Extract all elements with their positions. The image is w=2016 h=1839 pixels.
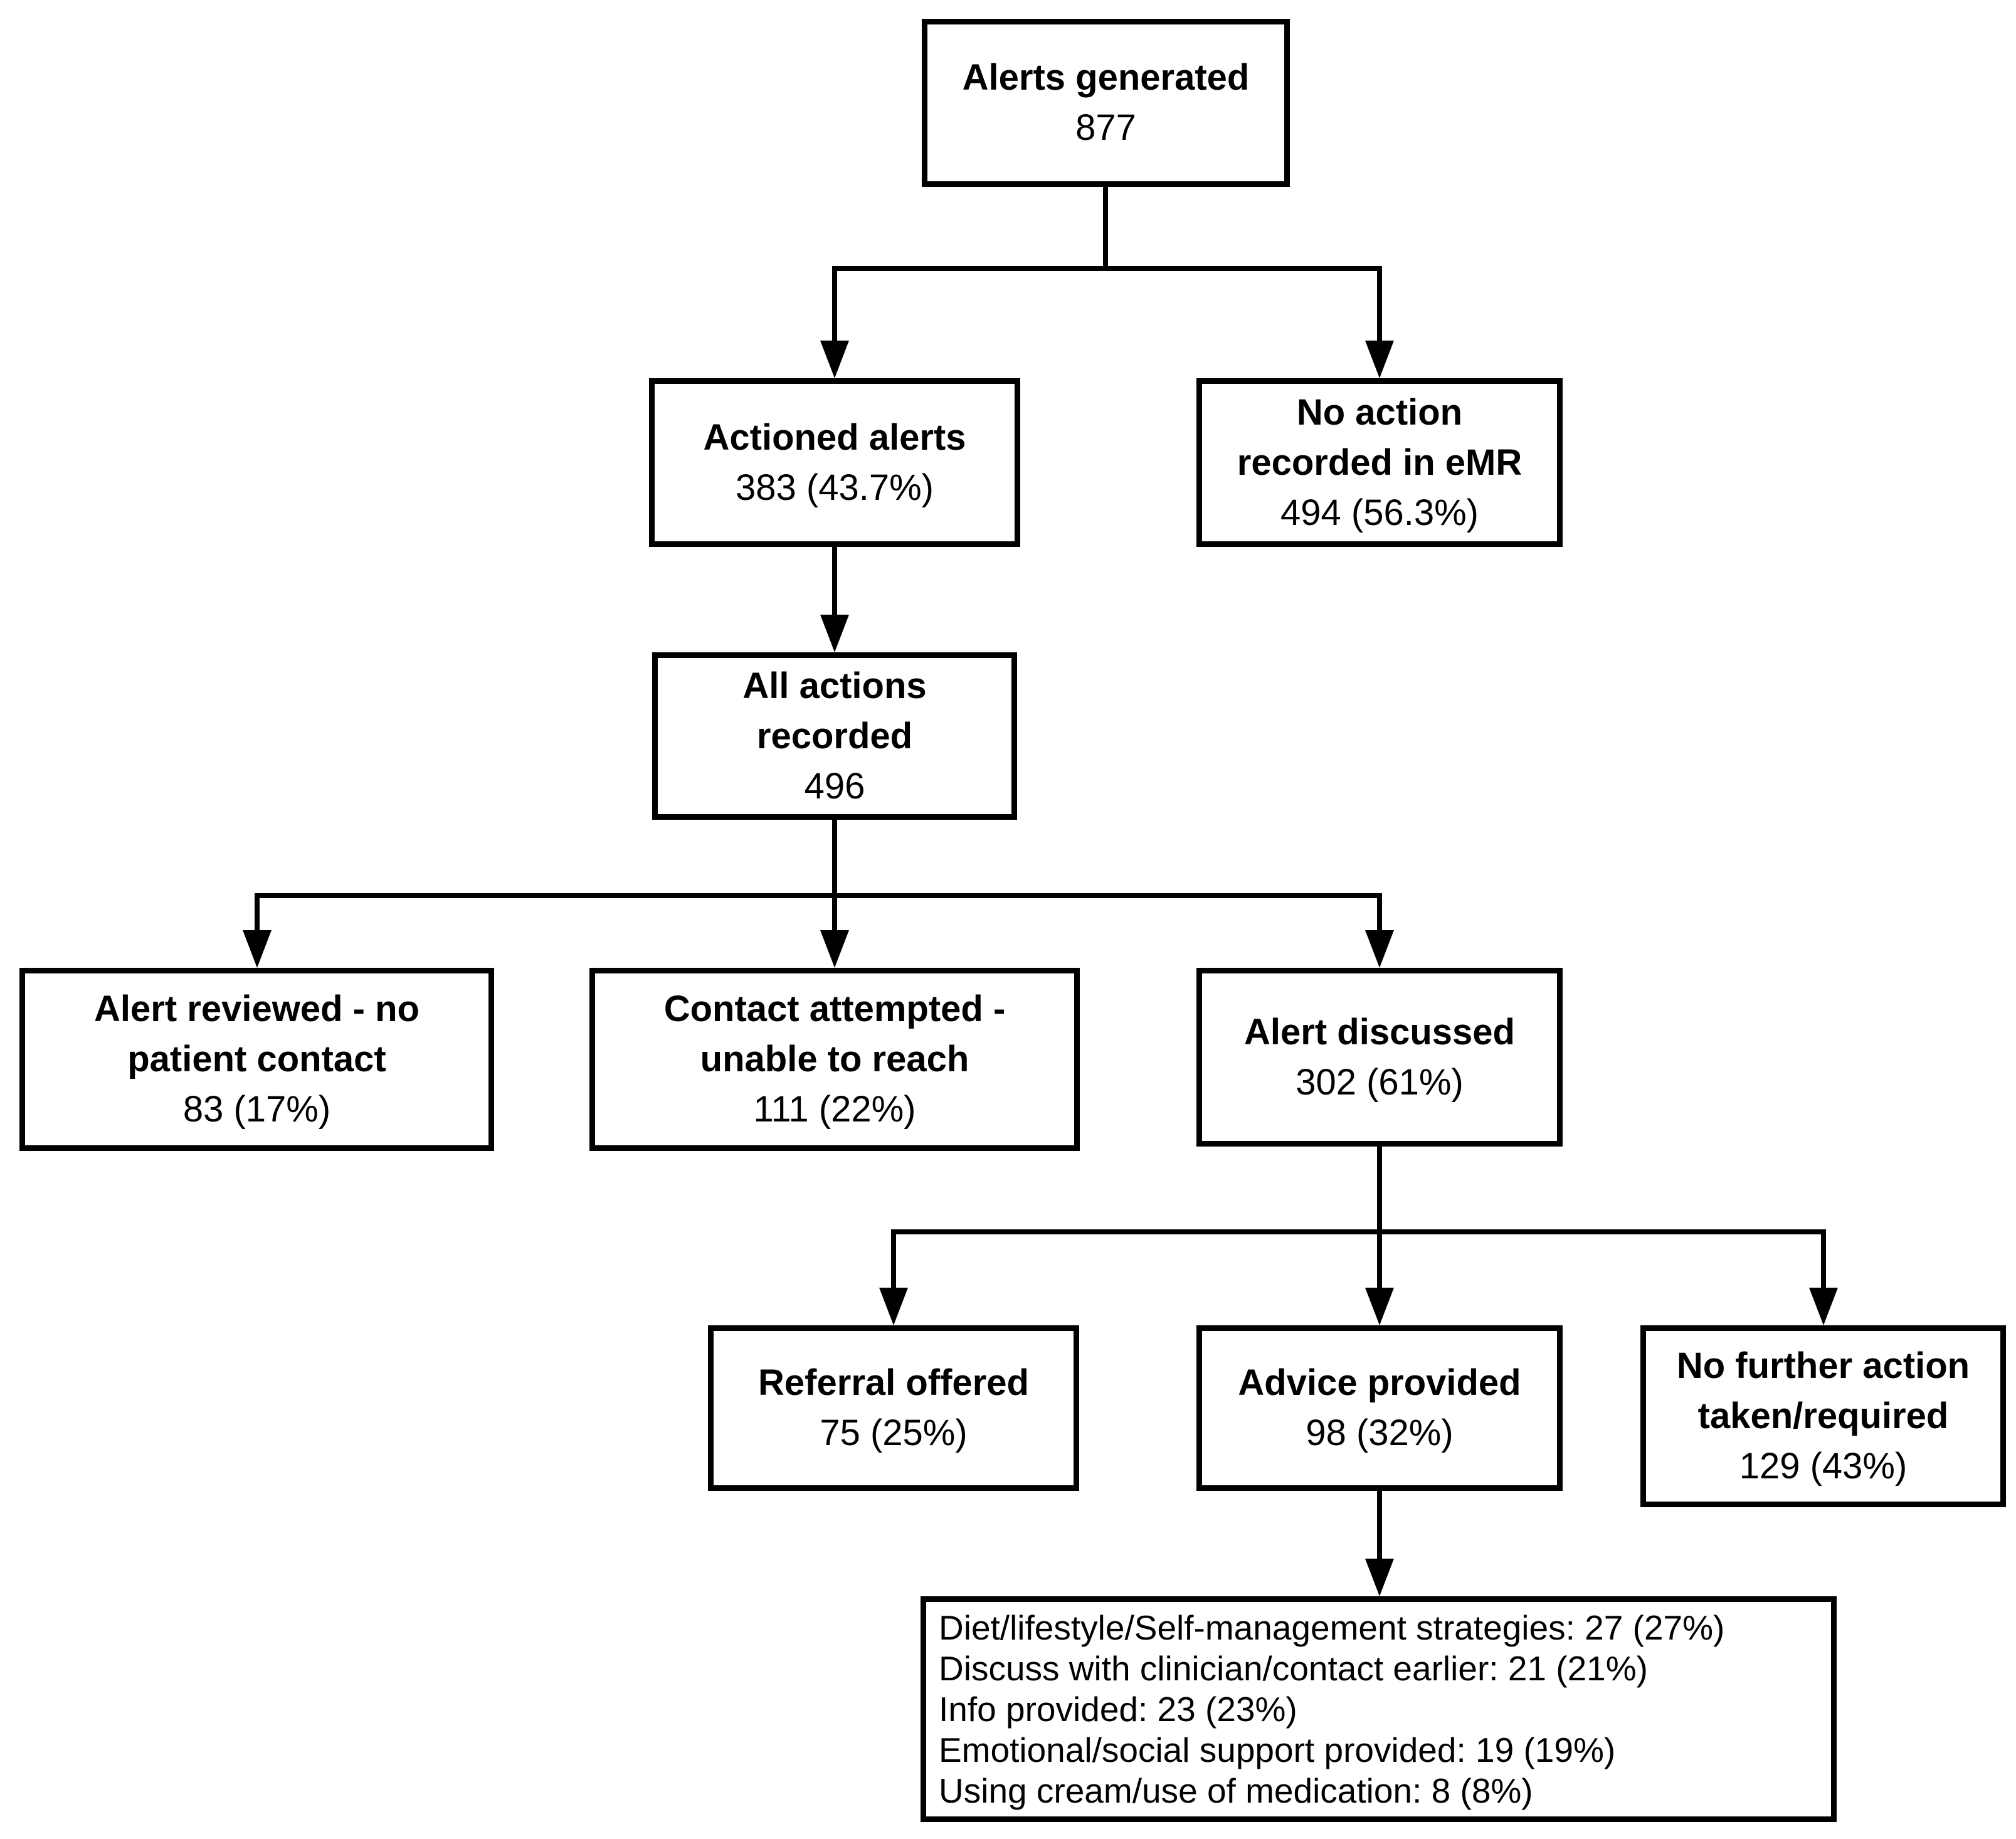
arrowhead-down-icon xyxy=(243,930,272,968)
connector-line xyxy=(255,893,1382,898)
connector-line xyxy=(1377,268,1382,344)
node-title: Contact attempted - unable to reach xyxy=(663,988,1006,1079)
node-value: 75 (25%) xyxy=(820,1412,968,1453)
breakdown-line: Emotional/social support provided: 19 (1… xyxy=(939,1730,1616,1769)
connector-line xyxy=(1377,1147,1382,1234)
connector-line xyxy=(891,1229,896,1292)
node-title: Alert discussed xyxy=(1244,1011,1515,1052)
connector-line xyxy=(832,893,837,935)
node-title: No further action taken/required xyxy=(1676,1345,1970,1436)
connector-line xyxy=(832,820,837,898)
node-value: 877 xyxy=(1075,107,1136,148)
node-contact-attempted: Contact attempted - unable to reach 111 … xyxy=(589,968,1080,1151)
connector-line xyxy=(832,266,1382,271)
node-value: 383 (43.7%) xyxy=(736,467,934,508)
arrowhead-down-icon xyxy=(1809,1288,1838,1325)
node-value: 83 (17%) xyxy=(182,1089,331,1130)
node-value: 129 (43%) xyxy=(1739,1446,1908,1487)
arrowhead-down-icon xyxy=(1365,1559,1394,1596)
node-no-action-recorded: No action recorded in eMR 494 (56.3%) xyxy=(1196,378,1563,547)
node-alert-discussed: Alert discussed 302 (61%) xyxy=(1196,968,1563,1147)
node-alert-reviewed: Alert reviewed - no patient contact 83 (… xyxy=(19,968,494,1151)
connector-line xyxy=(891,1229,1826,1234)
node-value: 496 xyxy=(804,765,865,807)
node-title: All actions recorded xyxy=(742,665,927,756)
node-value: 302 (61%) xyxy=(1296,1061,1464,1103)
node-referral-offered: Referral offered 75 (25%) xyxy=(708,1325,1079,1491)
arrowhead-down-icon xyxy=(1365,1288,1394,1325)
connector-line xyxy=(1821,1229,1826,1292)
node-no-further-action: No further action taken/required 129 (43… xyxy=(1640,1325,2006,1507)
node-title: Referral offered xyxy=(758,1362,1029,1403)
connector-line xyxy=(1103,187,1108,271)
node-advice-provided: Advice provided 98 (32%) xyxy=(1196,1325,1563,1491)
connector-line xyxy=(832,268,837,344)
node-value: 111 (22%) xyxy=(753,1089,916,1130)
node-title: Alert reviewed - no patient contact xyxy=(94,988,420,1079)
breakdown-line: Using cream/use of medication: 8 (8%) xyxy=(939,1771,1533,1810)
node-title: Alerts generated xyxy=(962,57,1250,98)
node-all-actions-recorded: All actions recorded 496 xyxy=(652,652,1017,820)
node-title: No action recorded in eMR xyxy=(1237,391,1523,483)
node-title: Advice provided xyxy=(1238,1362,1521,1403)
node-value: 98 (32%) xyxy=(1306,1412,1454,1453)
node-actioned-alerts: Actioned alerts 383 (43.7%) xyxy=(649,378,1020,547)
arrowhead-down-icon xyxy=(879,1288,908,1325)
arrowhead-down-icon xyxy=(1365,930,1394,968)
arrowhead-down-icon xyxy=(820,615,849,652)
node-advice-breakdown: Diet/lifestyle/Self-management strategie… xyxy=(921,1596,1837,1822)
node-alerts-generated: Alerts generated 877 xyxy=(922,19,1290,187)
breakdown-line: Discuss with clinician/contact earlier: … xyxy=(939,1648,1648,1688)
connector-line xyxy=(255,893,260,935)
connector-line xyxy=(832,547,837,621)
arrowhead-down-icon xyxy=(1365,341,1394,378)
arrowhead-down-icon xyxy=(820,930,849,968)
breakdown-line: Diet/lifestyle/Self-management strategie… xyxy=(939,1608,1725,1647)
arrowhead-down-icon xyxy=(820,341,849,378)
connector-line xyxy=(1377,1229,1382,1292)
node-title: Actioned alerts xyxy=(703,416,966,458)
node-value: 494 (56.3%) xyxy=(1280,492,1479,533)
breakdown-line: Info provided: 23 (23%) xyxy=(939,1689,1297,1729)
connector-line xyxy=(1377,893,1382,935)
connector-line xyxy=(1377,1491,1382,1563)
